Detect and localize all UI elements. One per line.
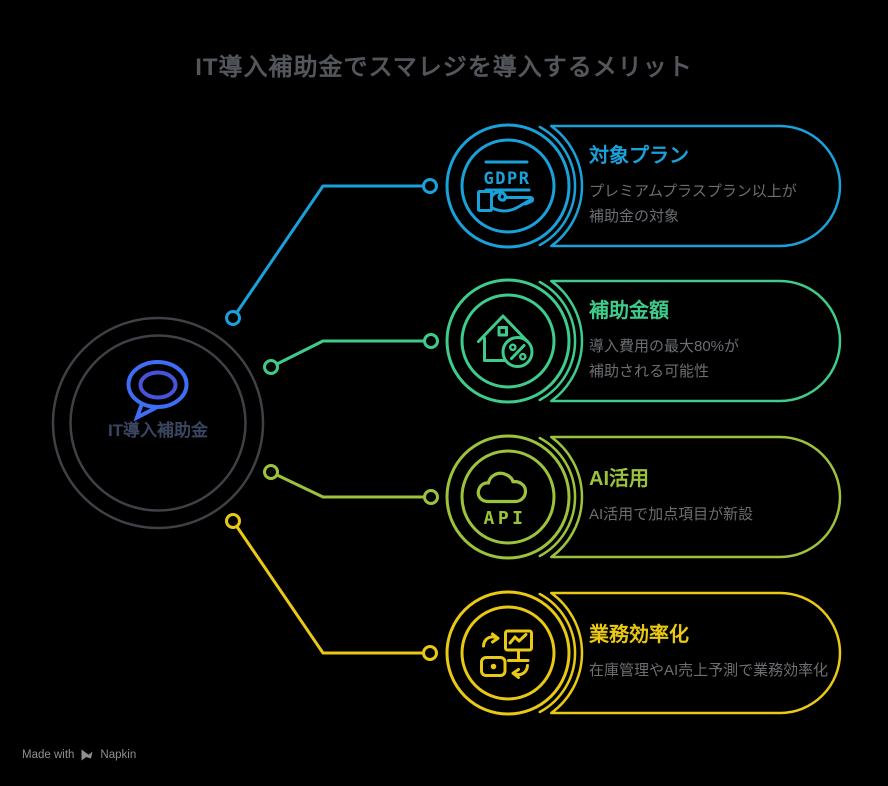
card-text-ai: AI活用 AI活用で加点項目が新設 [589, 435, 851, 559]
connector-amount [263, 333, 439, 375]
card-text-efficiency: 業務効率化 在庫管理やAI売上予測で業務効率化 [589, 591, 851, 715]
card-description-line: 補助される可能性 [589, 362, 710, 380]
card-amount [445, 278, 842, 404]
made-with-text: Made with [22, 749, 75, 761]
card-description: 導入費用の最大80%が 補助される可能性 [589, 334, 851, 384]
connector-ai [263, 464, 439, 505]
card-title: AI活用 [589, 468, 649, 490]
napkin-brand-text: Napkin [100, 749, 137, 761]
center-node [51, 316, 265, 530]
card-ai: API [445, 434, 842, 560]
card-description: 在庫管理やAI売上予測で業務効率化 [589, 658, 851, 683]
gdpr-hand-icon: GDPR [477, 160, 535, 213]
napkin-credit[interactable]: Made with Napkin [22, 748, 136, 762]
card-description-line: 補助金の対象 [589, 207, 680, 225]
card-description-line: AI活用で加点項目が新設 [589, 506, 754, 523]
napkin-logo-icon [81, 749, 93, 761]
card-description: AI活用で加点項目が新設 [589, 502, 851, 527]
card-text-plan: 対象プラン プレミアムプラスプラン以上が 補助金の対象 [589, 124, 851, 248]
card-description-line: プレミアムプラスプラン以上が [589, 182, 797, 200]
svg-text:GDPR: GDPR [484, 169, 531, 189]
page-title: IT導入補助金でスマレジを導入するメリット [195, 54, 693, 81]
card-title: 業務効率化 [589, 624, 689, 646]
center-node-label: IT導入補助金 [107, 421, 209, 440]
connector-efficiency [225, 513, 438, 661]
card-description-line: 導入費用の最大80%が [589, 337, 740, 355]
house-percent-icon [477, 314, 534, 368]
card-efficiency [445, 590, 842, 716]
card-description-line: 在庫管理やAI売上予測で業務効率化 [589, 662, 829, 679]
card-description: プレミアムプラスプラン以上が 補助金の対象 [589, 179, 851, 229]
speech-bubble-icon [126, 360, 189, 422]
card-title: 補助金額 [589, 299, 669, 322]
card-title: 対象プラン [589, 144, 689, 167]
connector-plan [225, 178, 438, 326]
svg-text:API: API [483, 508, 526, 529]
card-text-amount: 補助金額 導入費用の最大80%が 補助される可能性 [589, 279, 851, 403]
cloud-api-icon: API [476, 471, 528, 529]
card-plan: GDPR [445, 123, 842, 249]
sync-devices-icon [480, 629, 533, 679]
